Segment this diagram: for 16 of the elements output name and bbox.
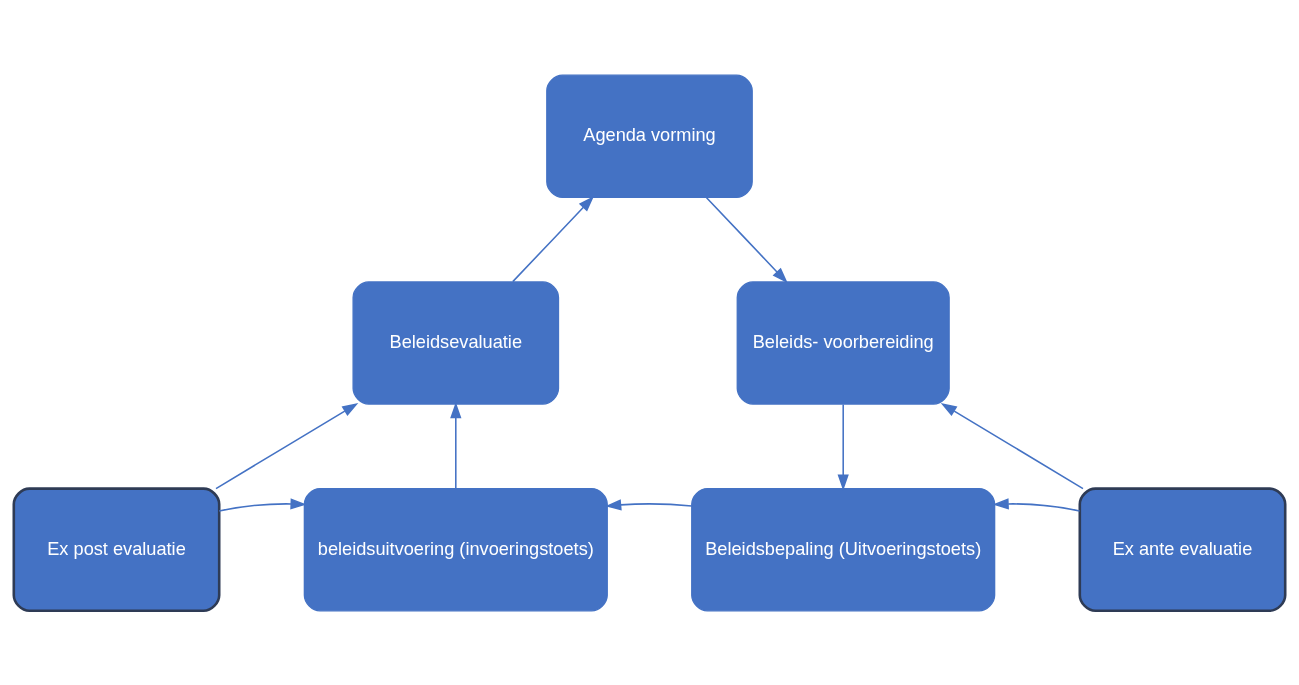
arrow: [450, 401, 462, 489]
arrow: [837, 403, 849, 491]
node-box: Ex post evaluatie: [12, 486, 221, 612]
arrow: [215, 402, 359, 489]
arrow: [218, 497, 307, 512]
node-box: Agenda vorming: [546, 74, 753, 198]
node-box: beleidsuitvoering (invoeringstoets): [303, 487, 608, 611]
arrow: [605, 498, 693, 510]
arrow: [705, 196, 788, 283]
arrow: [940, 402, 1084, 489]
node-box: Ex ante evaluatie: [1078, 486, 1287, 612]
node-box: Beleids- voorbereiding: [736, 280, 950, 405]
arrow: [992, 497, 1081, 512]
arrow: [512, 195, 595, 282]
node-box: Beleidsbepaling (Uitvoeringstoets): [691, 487, 996, 611]
node-box: Beleidsevaluatie: [352, 280, 560, 405]
